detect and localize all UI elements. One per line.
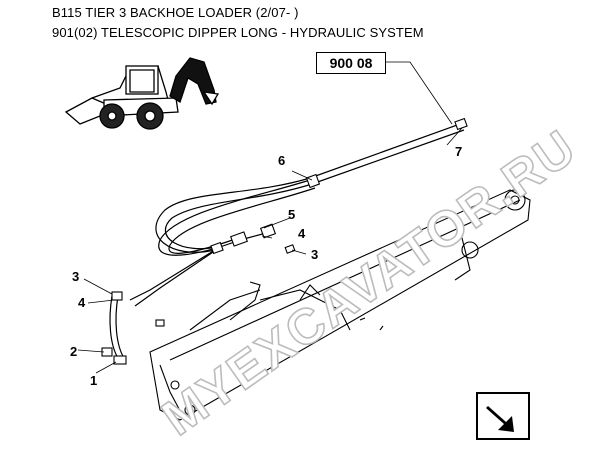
callout-7: 7 <box>455 144 463 159</box>
callout-2: 2 <box>70 344 78 359</box>
reference-box[interactable]: 900 08 <box>316 52 386 74</box>
fittings <box>101 117 468 365</box>
callout-3-left: 3 <box>72 269 80 284</box>
callout-4: 4 <box>298 226 306 241</box>
dipper-arm <box>149 189 531 421</box>
callout-4-left: 4 <box>78 295 86 310</box>
backhoe-loader-icon <box>64 57 220 130</box>
hydraulic-hoses <box>109 123 465 359</box>
page-title: B115 TIER 3 BACKHOE LOADER (2/07- ) <box>52 5 299 20</box>
callout-1: 1 <box>90 373 98 388</box>
page-subtitle: 901(02) TELESCOPIC DIPPER LONG - HYDRAUL… <box>52 25 424 40</box>
callout-5: 5 <box>288 207 296 222</box>
callout-6: 6 <box>278 153 286 168</box>
callout-3: 3 <box>311 247 319 262</box>
leader-lines <box>77 61 463 374</box>
next-page-arrow-icon[interactable] <box>476 392 530 440</box>
